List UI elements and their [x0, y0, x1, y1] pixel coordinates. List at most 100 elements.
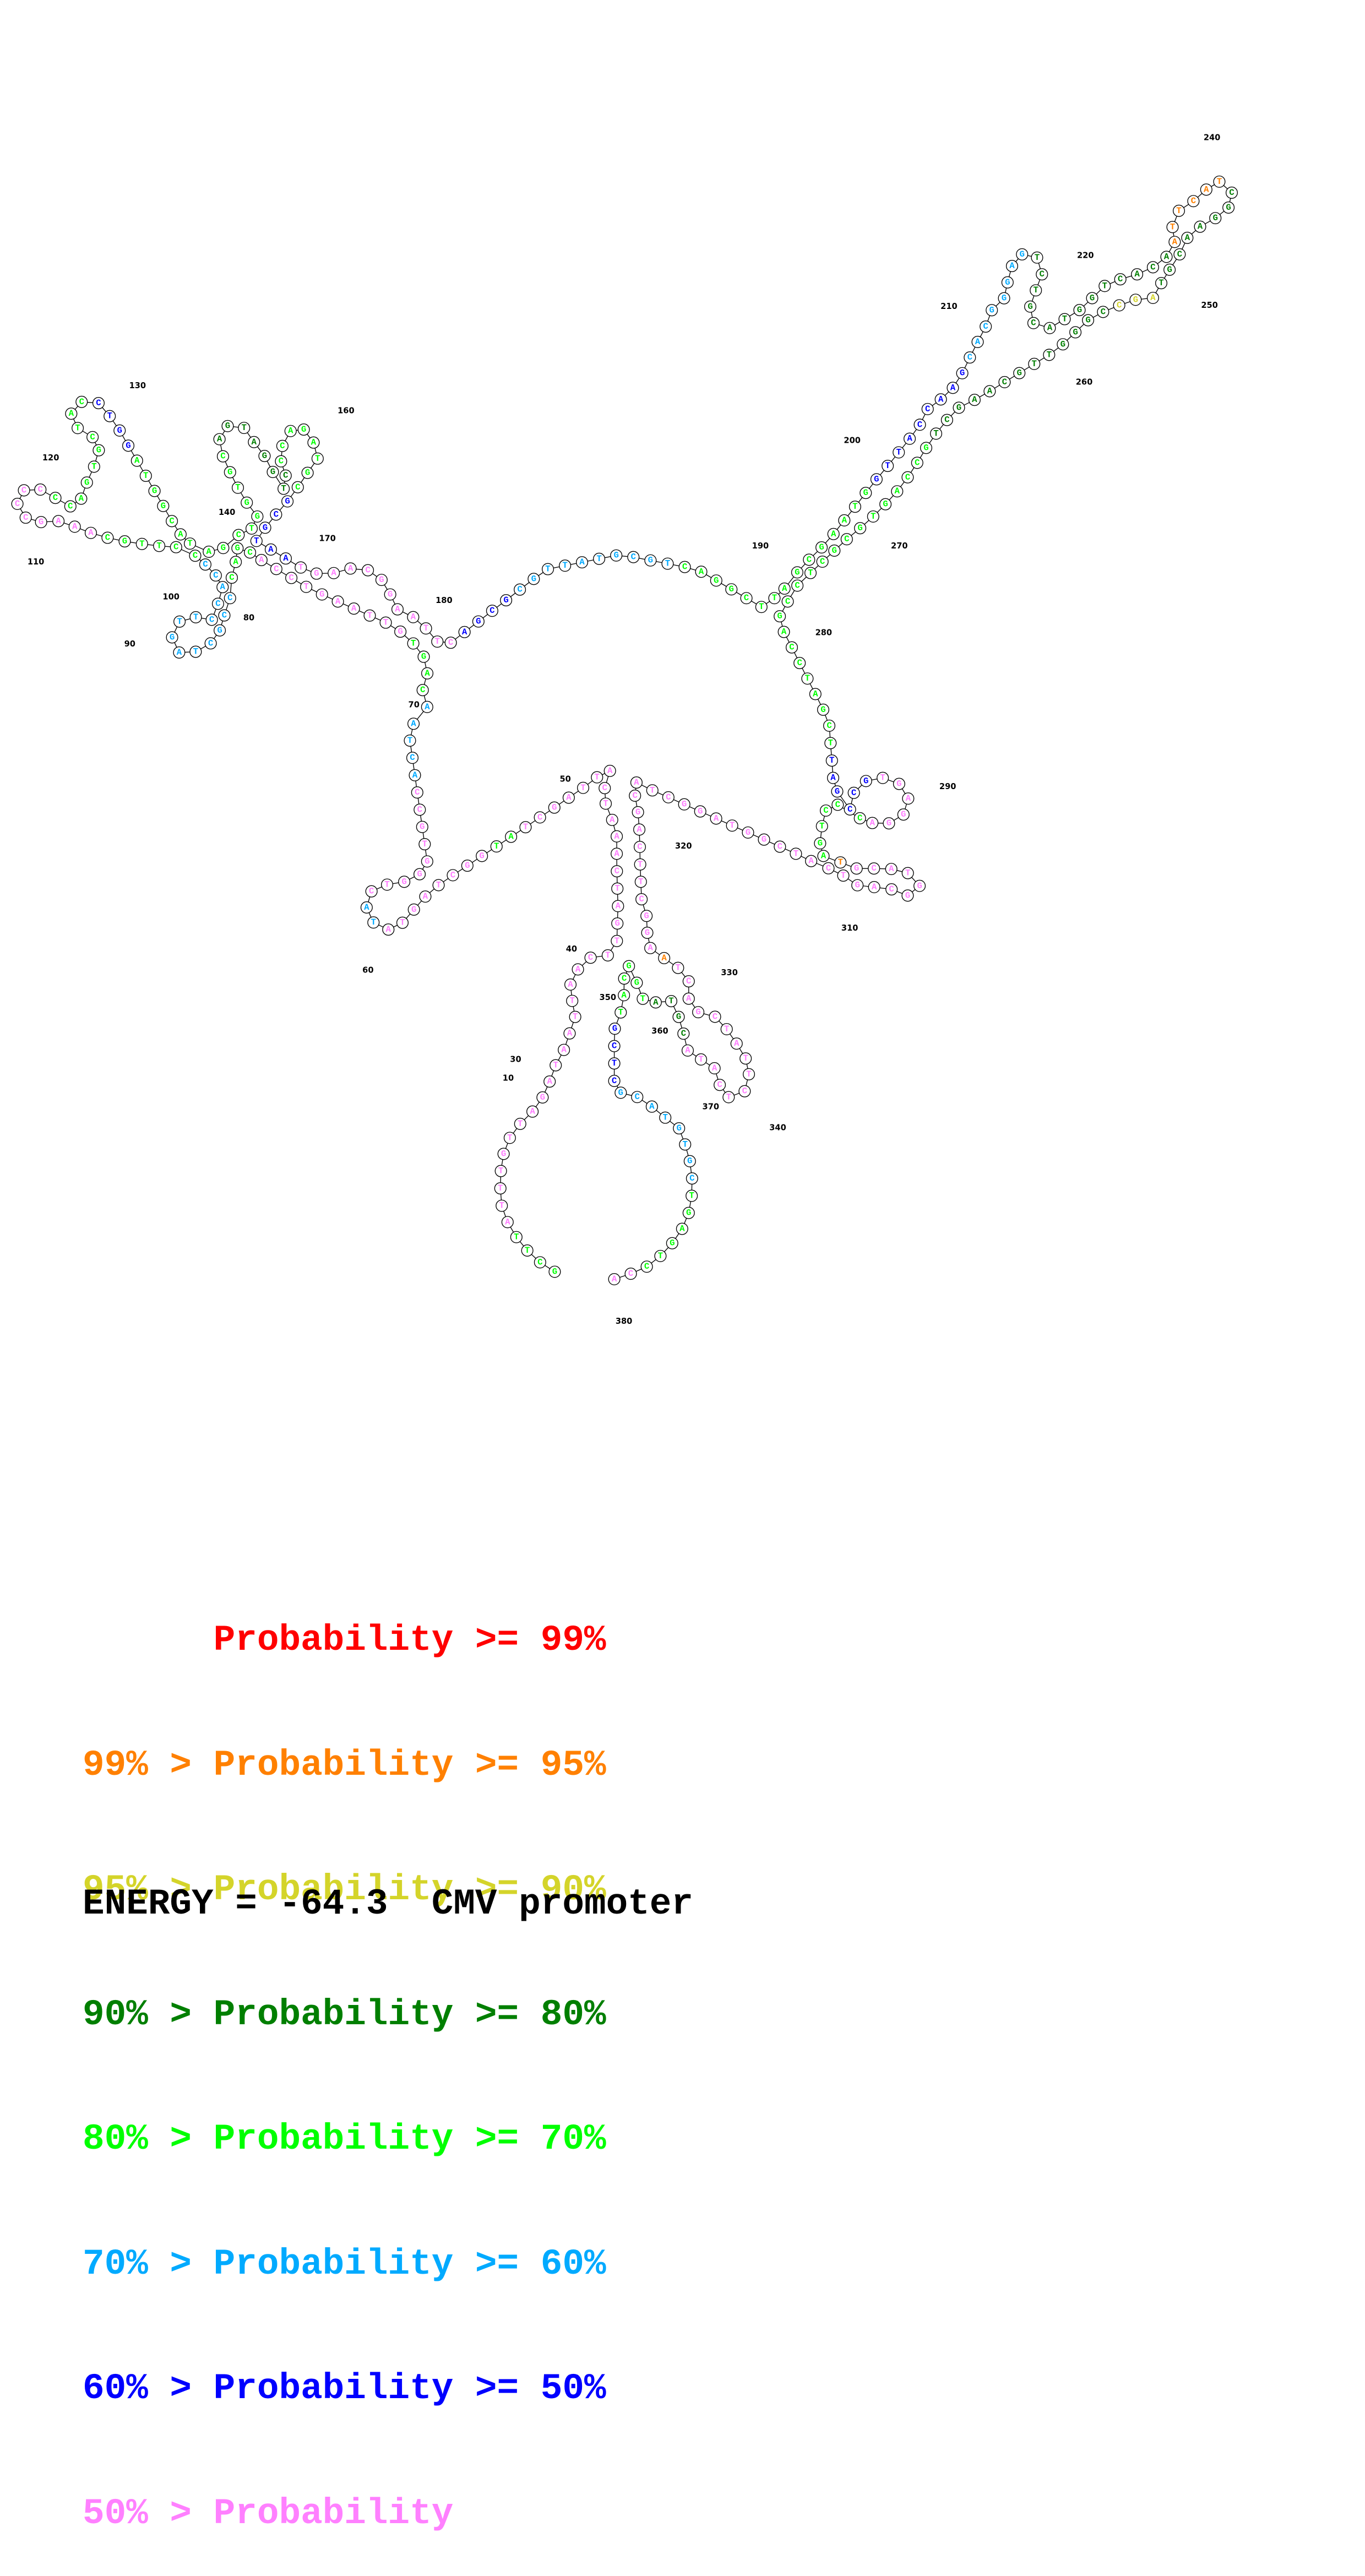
nucleotide-letter: G — [626, 961, 631, 971]
legend-prefix: 80% > — [83, 2118, 214, 2160]
nucleotide-48: G — [407, 903, 420, 916]
nucleotide-circle — [276, 439, 289, 452]
nucleotide-letter: T — [896, 447, 901, 457]
nucleotide-24: T — [611, 934, 623, 947]
nucleotide-letter: A — [782, 584, 787, 594]
nucleotide-circle — [665, 995, 678, 1008]
nucleotide-circle — [720, 1023, 733, 1036]
nucleotide-letter: C — [823, 806, 829, 816]
nucleotide-circle — [1043, 349, 1056, 361]
nucleotide-130: G — [157, 499, 170, 512]
legend-text: Probability — [213, 2492, 454, 2534]
nucleotide-46: T — [432, 879, 445, 892]
nucleotide-letter: T — [514, 1232, 519, 1242]
pos-label-220: 220 — [1077, 251, 1094, 260]
nucleotide-34: A — [603, 764, 616, 777]
nucleotide-letter: C — [835, 800, 841, 809]
nucleotide-136: C — [232, 529, 245, 541]
nucleotide-107: A — [52, 515, 65, 528]
pos-label-110: 110 — [28, 557, 45, 567]
nucleotide-circle — [569, 1010, 581, 1023]
nucleotide-8: T — [494, 1165, 507, 1177]
nucleotide-circle — [817, 850, 830, 862]
nucleotide-circle — [682, 1207, 695, 1219]
nucleotide-letter: T — [841, 871, 846, 881]
nucleotide-letter: A — [712, 1063, 717, 1073]
nucleotide-letter: T — [193, 612, 198, 622]
nucleotide-276: C — [816, 555, 829, 568]
nucleotide-circle — [791, 566, 803, 579]
legend-prefix: 90% > — [83, 1993, 214, 2035]
nucleotide-letter: A — [614, 832, 619, 841]
nucleotide-letter: G — [1002, 294, 1007, 303]
nucleotide-letter: A — [813, 689, 818, 699]
nucleotide-122: C — [75, 395, 88, 408]
nucleotide-270: A — [891, 485, 904, 498]
nucleotide-227: C — [1027, 317, 1040, 329]
nucleotide-243: C — [1225, 186, 1238, 199]
nucleotide-109: C — [19, 511, 32, 524]
nucleotide-circle — [72, 422, 84, 434]
nucleotide-letter: A — [634, 778, 639, 787]
nucleotide-134: A — [203, 545, 215, 558]
nucleotide-102: T — [135, 537, 148, 550]
nucleotide-circle — [983, 385, 996, 398]
nucleotide-letter: T — [1217, 177, 1222, 187]
nucleotide-letter: G — [676, 1012, 681, 1022]
nucleotide-361: T — [637, 992, 649, 1005]
nucleotide-letter: C — [537, 1257, 543, 1267]
nucleotide-circle — [682, 975, 695, 988]
nucleotide-244: G — [1222, 201, 1235, 214]
nucleotide-267: G — [920, 442, 933, 454]
pos-label-50: 50 — [559, 774, 570, 784]
nucleotide-circle — [407, 611, 420, 623]
nucleotide-circle — [851, 879, 864, 892]
nucleotide-circle — [153, 540, 166, 552]
nucleotide-letter: T — [298, 563, 303, 573]
nucleotide-156: T — [311, 452, 324, 465]
nucleotide-circle — [844, 803, 856, 816]
nucleotide-letter: A — [423, 892, 428, 901]
nucleotide-letter: C — [274, 564, 279, 574]
nucleotide-letter: T — [235, 483, 240, 493]
nucleotide-circle — [414, 868, 426, 881]
nucleotide-circle — [420, 622, 432, 635]
nucleotide-circle — [311, 452, 324, 465]
legend-row-70: 80% > Probability >= 70% — [83, 2118, 606, 2160]
nucleotide-letter: T — [254, 536, 259, 546]
nucleotide-letter: G — [417, 869, 422, 879]
nucleotide-266: T — [930, 427, 943, 440]
nucleotide-letter: C — [1177, 249, 1183, 259]
nucleotide-312: G — [913, 879, 926, 892]
nucleotide-circle — [726, 819, 738, 832]
nucleotide-300: A — [866, 817, 879, 829]
nucleotide-193: G — [710, 574, 722, 587]
nucleotide-237: A — [1168, 236, 1181, 248]
nucleotide-75: A — [331, 595, 344, 608]
nucleotide-circle — [867, 510, 879, 523]
nucleotide-letter: C — [639, 894, 644, 904]
nucleotide-circle — [1209, 212, 1222, 225]
nucleotide-letter: T — [933, 428, 938, 438]
nucleotide-circle — [396, 916, 409, 929]
nucleotide-letter: C — [227, 593, 233, 603]
nucleotide-circle — [1113, 299, 1125, 312]
legend-row-50: 60% > Probability >= 50% — [83, 2368, 606, 2410]
nucleotide-circle — [559, 559, 572, 572]
nucleotide-circle — [930, 427, 943, 440]
nucleotide-179: C — [486, 605, 498, 617]
nucleotide-circle — [885, 863, 898, 876]
nucleotide-letter: T — [596, 554, 601, 564]
nucleotide-85: C — [224, 592, 236, 605]
nucleotide-circle — [1146, 291, 1159, 305]
nucleotide-279: C — [781, 595, 794, 608]
nucleotide-292: C — [844, 803, 856, 816]
nucleotide-310: A — [885, 863, 898, 876]
nucleotide-circle — [130, 454, 143, 467]
pos-label-60: 60 — [362, 965, 373, 975]
nucleotide-letter: A — [69, 409, 74, 419]
nucleotide-circle — [278, 482, 290, 495]
nucleotide-circle — [281, 495, 294, 508]
nucleotide-242: T — [1213, 175, 1226, 188]
